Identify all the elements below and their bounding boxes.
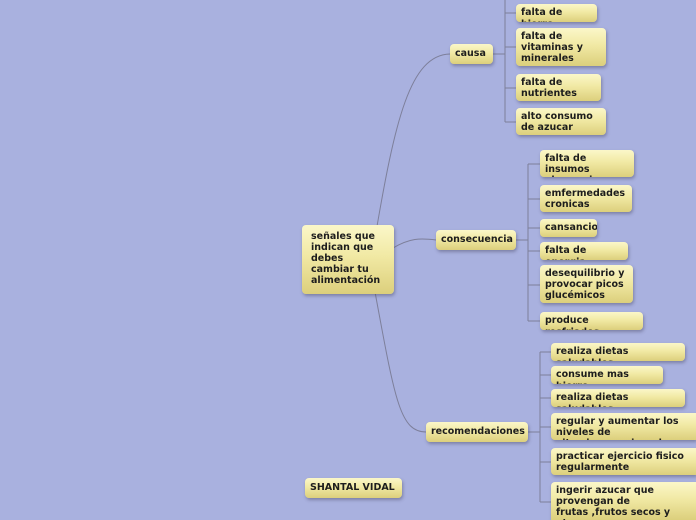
consecuencia-item-cansancio[interactable]: cansancio [540,219,597,237]
causa-item-falta-de-vitaminas[interactable]: falta de vitaminas y minerales [516,28,606,66]
consecuencia-item-falta-de-energia[interactable]: falta de energia [540,242,628,260]
branch-causa[interactable]: causa [450,44,493,64]
branch-consecuencia[interactable]: consecuencia [436,230,516,250]
consecuencia-item-emfermedades[interactable]: emfermedades cronicas [540,185,632,212]
branch-recomendaciones[interactable]: recomendaciones [426,422,528,442]
recomendacion-item-dietas-2[interactable]: realiza dietas saludables [551,389,685,407]
recomendacion-item-azucar[interactable]: ingerir azucar que provengan de frutas ,… [551,482,696,520]
recomendacion-item-dietas-1[interactable]: realiza dietas saludables [551,343,685,361]
causa-item-alto-consumo-azucar[interactable]: alto consumo de azucar [516,108,606,135]
causa-item-falta-de-nutrientes[interactable]: falta de nutrientes [516,74,601,101]
recomendacion-item-hierro[interactable]: consume mas hierro [551,366,663,384]
consecuencia-item-desequilibrio[interactable]: desequilibrio y provocar picos glucémico… [540,265,633,303]
consecuencia-item-produce-resfriados[interactable]: produce resfriados [540,312,643,330]
consecuencia-item-falta-de-insumos[interactable]: falta de insumos al organizmos [540,150,634,177]
author-label[interactable]: SHANTAL VIDAL [305,478,402,498]
recomendacion-item-vitaminas[interactable]: regular y aumentar los niveles de vitami… [551,413,696,440]
causa-item-falta-de-hierro[interactable]: falta de hierro [516,4,597,22]
recomendacion-item-ejercicio[interactable]: practicar ejercicio fisico regularmente [551,448,696,475]
central-topic[interactable]: señales que indican que debes cambiar tu… [302,225,394,294]
